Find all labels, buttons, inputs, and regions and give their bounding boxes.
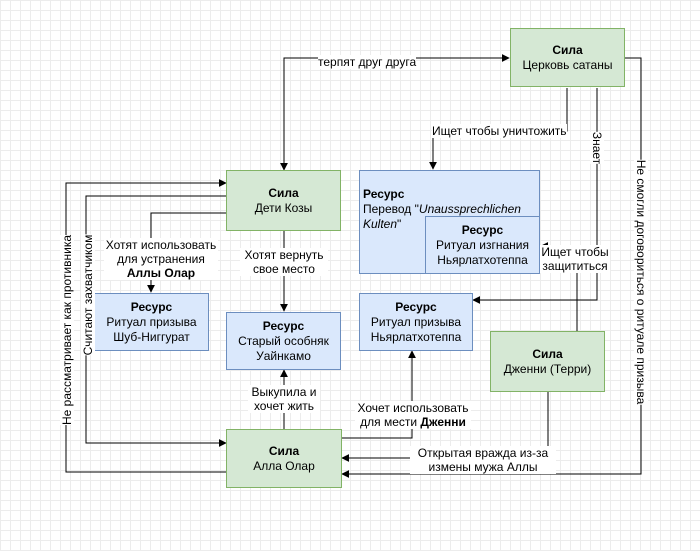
label-feud: Открытая вражда из-за измены мужа Аллы <box>410 446 556 474</box>
label-part-bold: Дженни <box>420 415 466 429</box>
node-type-label: Ресурс <box>130 299 173 314</box>
node-alla-olar[interactable]: Сила Алла Олар <box>226 429 342 488</box>
label-want-return: Хотят вернуть свое место <box>240 248 328 276</box>
node-shub-ritual[interactable]: Ресурс Ритуал призыва Шуб-Ниггурат <box>94 293 209 351</box>
node-nyar-ritual[interactable]: Ресурс Ритуал призыва Ньярлатхотеппа <box>359 293 473 351</box>
label-line: Хотят вернуть <box>244 248 324 262</box>
node-type-label: Ресурс <box>461 222 504 237</box>
label-destroy: Ищет чтобы уничтожить <box>432 124 567 138</box>
label-bought: Выкупила и хочет жить <box>248 385 320 413</box>
translation-prefix: Перевод " <box>363 202 419 216</box>
label-line: Хочет использовать <box>357 401 469 415</box>
node-name-label: Перевод "Unaussprechlichen Kulten" <box>363 202 533 232</box>
label-want-use: Хотят использовать для устранения Аллы О… <box>104 238 218 280</box>
node-children-of-goat[interactable]: Сила Дети Козы <box>226 170 341 231</box>
node-name-label: Алла Олар <box>253 458 315 473</box>
label-tolerate: терпят друг друга <box>318 55 417 69</box>
label-line-bold: Аллы Олар <box>104 266 218 280</box>
node-name-label: Дети Козы <box>254 200 313 215</box>
node-name-label: Церковь сатаны <box>522 57 613 72</box>
edge-tolerate <box>280 54 510 171</box>
node-line1: Ритуал изгнания <box>436 237 529 252</box>
label-no-agree: Не смогли договориться о ритуале призыва <box>634 159 648 405</box>
node-type-label: Ресурс <box>262 318 305 333</box>
node-line1: Ритуал призыва <box>370 314 462 329</box>
label-knows: Знает <box>590 131 604 165</box>
node-line2: Ньярлатхотеппа <box>370 329 462 344</box>
label-line: защититься <box>540 259 610 273</box>
label-line: для устранения <box>104 252 218 266</box>
label-line: Хотят использовать <box>104 238 218 252</box>
node-exile-ritual[interactable]: Ресурс Ритуал изгнания Ньярлатхотеппа <box>425 216 540 274</box>
label-revenge: Хочет использовать для мести Дженни <box>355 401 471 429</box>
node-type-label: Сила <box>532 346 563 361</box>
node-line1: Старый особняк <box>238 333 329 348</box>
label-line: измены мужа Аллы <box>410 460 556 474</box>
node-name-label: Дженни (Терри) <box>503 361 592 376</box>
node-line2: Ньярлатхотеппа <box>437 252 528 267</box>
node-type-label: Сила <box>268 443 300 458</box>
node-type-label: Сила <box>552 42 583 57</box>
label-captors: Считают захватчиком <box>81 234 95 356</box>
node-church-of-satan[interactable]: Сила Церковь сатаны <box>510 28 625 87</box>
node-type-label: Ресурс <box>395 299 437 314</box>
label-line: Ищет чтобы <box>540 245 610 259</box>
node-line2: Шуб-Ниггурат <box>113 329 190 344</box>
label-line: хочет жить <box>253 399 315 413</box>
translation-title-italic: Unaussprechlichen Kulten <box>363 202 521 231</box>
node-jenny[interactable]: Сила Дженни (Терри) <box>490 331 605 392</box>
label-line: Открытая вражда из-за <box>410 446 556 460</box>
label-protect: Ищет чтобы защититься <box>540 245 610 273</box>
translation-suffix: " <box>397 217 402 231</box>
node-mansion[interactable]: Ресурс Старый особняк Уайнкамо <box>226 312 341 370</box>
node-type-label: Сила <box>268 185 299 200</box>
label-part: для мести <box>360 415 421 429</box>
node-type-label: Ресурс <box>363 187 405 201</box>
label-line: Выкупила и <box>251 385 317 399</box>
node-line1: Ритуал призыва <box>106 314 197 329</box>
node-line2: Уайнкамо <box>256 348 311 363</box>
label-opponent: Не рассматривает как противника <box>60 234 74 426</box>
label-line: свое место <box>253 262 315 276</box>
label-line: для мести Дженни <box>355 415 471 429</box>
